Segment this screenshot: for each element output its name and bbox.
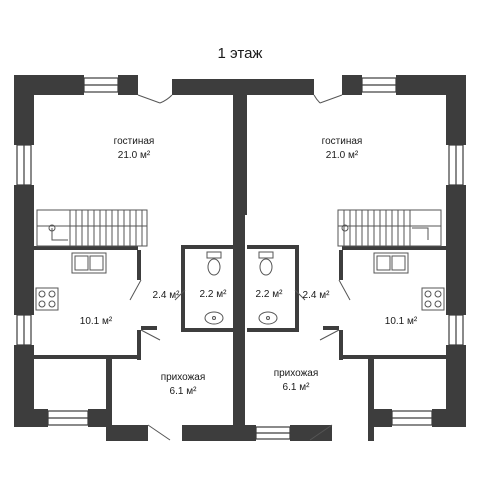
room-labels: гостиная 21.0 м² гостиная 21.0 м² 10.1 м… (80, 136, 418, 397)
hall-right-area: 6.1 м² (283, 382, 311, 393)
bathroom-fixtures-right (258, 251, 278, 325)
interior-walls (34, 95, 446, 425)
bathroom-fixtures-left (204, 251, 224, 325)
living-right-name: гостиная (322, 136, 363, 147)
staircase-right (337, 209, 442, 247)
staircase-left (36, 209, 148, 247)
living-left-area: 21.0 м² (118, 150, 151, 161)
hall-left-name: прихожая (161, 372, 206, 383)
bath-right-area: 2.2 м² (256, 289, 284, 300)
kitchen-right-area: 10.1 м² (385, 316, 418, 327)
bath-left-area: 2.2 м² (200, 289, 228, 300)
windows (16, 77, 464, 440)
hall-left-area: 6.1 м² (170, 386, 198, 397)
kitchen-fixtures-left (35, 252, 107, 311)
corridor-right-area: 2.4 м² (303, 290, 331, 301)
living-right-area: 21.0 м² (326, 150, 359, 161)
corridor-left-area: 2.4 м² (153, 290, 181, 301)
hall-right-name: прихожая (274, 368, 319, 379)
living-left-name: гостиная (114, 136, 155, 147)
kitchen-left-area: 10.1 м² (80, 316, 113, 327)
floor-title: 1 этаж (218, 45, 263, 62)
doors (129, 94, 351, 441)
kitchen-fixtures-right (373, 252, 445, 311)
exterior-walls (14, 75, 466, 441)
